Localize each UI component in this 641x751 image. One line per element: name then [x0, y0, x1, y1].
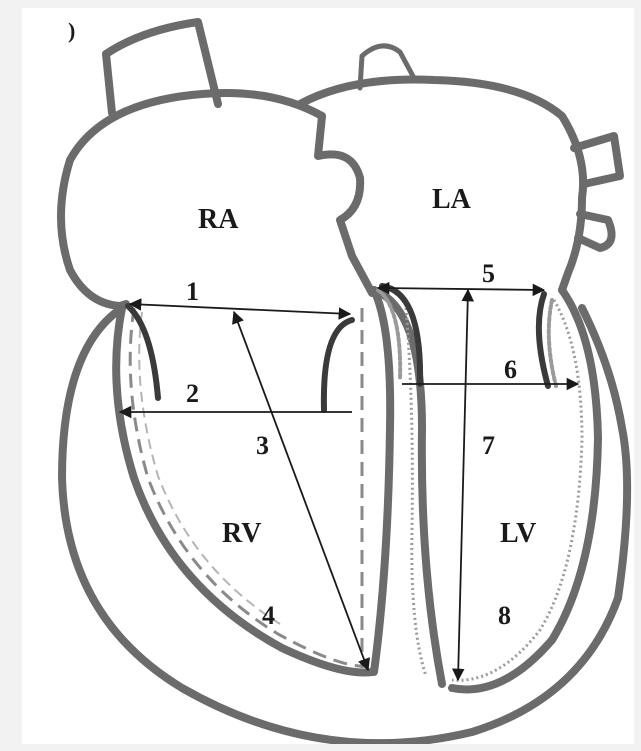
label-ra: RA: [198, 204, 239, 235]
label-measure-6: 6: [504, 355, 517, 384]
label-measure-7: 7: [482, 431, 495, 460]
mitral-leaflet-posterior-shadow: [549, 300, 556, 386]
label-la: LA: [432, 184, 472, 215]
heart-diagram: ) RA LA RV LV 1 2 3 4 5 6 7: [22, 8, 634, 744]
label-measure-2: 2: [186, 379, 199, 408]
heart-diagram-canvas: ) RA LA RV LV 1 2 3 4 5 6 7: [22, 8, 634, 744]
interatrial-septum: [318, 116, 372, 293]
measure-line-5: [378, 288, 544, 290]
right-atrium-wall: [61, 93, 322, 306]
label-measure-5: 5: [482, 259, 495, 288]
rv-endocardium: [130, 308, 366, 666]
tricuspid-leaflet-anterior: [324, 320, 352, 410]
label-measure-4: 4: [262, 601, 275, 630]
label-measure-8: 8: [498, 601, 511, 630]
lv-free-wall: [452, 290, 598, 689]
label-rv: RV: [222, 518, 261, 549]
measure-line-7: [458, 290, 468, 680]
corner-mark: ): [68, 18, 75, 43]
label-measure-1: 1: [186, 277, 199, 306]
label-measure-3: 3: [256, 431, 269, 460]
measure-line-1: [130, 304, 350, 314]
septum-rv-side: [374, 290, 390, 672]
measure-line-3: [234, 312, 368, 670]
mitral-leaflet-posterior: [539, 294, 548, 386]
label-lv: LV: [500, 518, 536, 549]
